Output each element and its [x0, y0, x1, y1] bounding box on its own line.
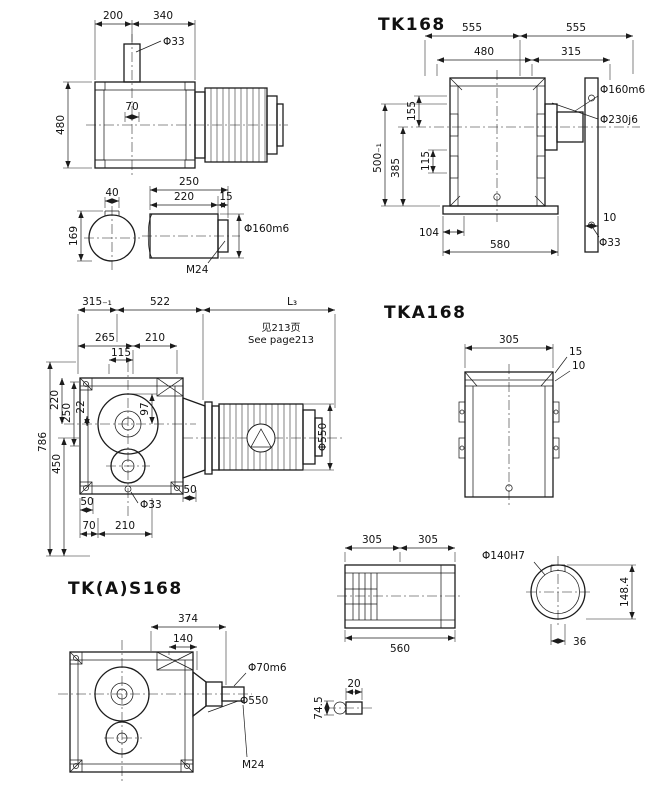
- dim-115: 115: [111, 347, 131, 359]
- dim-phi33: Φ33: [140, 499, 162, 511]
- dim-phi70m6: Φ70m6: [248, 662, 287, 674]
- motor-fins: [223, 404, 297, 470]
- view-tk168-front: TK168 555 555 480 315 Φ160m6 Φ230j6 500₋…: [372, 15, 646, 256]
- motor-fins: [210, 88, 266, 162]
- dim-169: 169: [68, 226, 80, 246]
- dim-m24: M24: [242, 759, 265, 771]
- dim-phi33-shaft: Φ33: [163, 36, 185, 48]
- title-tka168: TKA168: [384, 303, 466, 323]
- dim-210-top: 210: [145, 332, 165, 344]
- dim-140: 140: [173, 633, 193, 645]
- dim-74-5: 74.5: [313, 696, 325, 719]
- note-en: See page213: [248, 335, 314, 346]
- dim-555-left: 555: [462, 22, 482, 34]
- dim-340: 340: [153, 10, 173, 22]
- dim-50-right: 50: [183, 484, 196, 496]
- dim-522: 522: [150, 296, 170, 308]
- dim-m24: M24: [186, 264, 209, 276]
- dim-305-right: 305: [418, 534, 438, 546]
- motor-logo: [246, 423, 276, 453]
- view-tka168-side: TKA168 305 15 10: [384, 303, 585, 506]
- view-tkas168-front: TK(A)S168 374 140 Φ70m6 Φ550 M24 20 74.5: [58, 579, 372, 782]
- dim-36: 36: [573, 636, 587, 648]
- dim-480: 480: [474, 46, 494, 58]
- dim-385: 385: [390, 158, 402, 178]
- view-ka168-front: 97 Φ550 315₋₁ 522 L₃ 见213页 See page213 2…: [37, 296, 344, 557]
- dim-10: 10: [572, 360, 585, 372]
- dim-305: 305: [499, 334, 519, 346]
- dim-148-4: 148.4: [619, 577, 631, 607]
- dim-374: 374: [178, 613, 198, 625]
- dim-phi550: Φ550: [240, 695, 268, 707]
- dim-315: 315: [561, 46, 581, 58]
- dim-250: 250: [179, 176, 199, 188]
- title-tkas168: TK(A)S168: [68, 579, 183, 599]
- dim-265: 265: [95, 332, 115, 344]
- dim-220: 220: [49, 390, 61, 410]
- dim-22: 22: [75, 400, 87, 413]
- dim-20: 20: [347, 678, 360, 690]
- dim-phi33-holes: Φ33: [599, 237, 621, 249]
- dim-phi230j6: Φ230j6: [600, 114, 638, 126]
- dim-15: 15: [219, 191, 232, 203]
- dim-480-height: 480: [55, 115, 67, 135]
- dim-560: 560: [390, 643, 410, 655]
- dim-500: 500₋₁: [372, 143, 384, 173]
- dim-115: 115: [420, 151, 432, 171]
- dim-phi550: Φ550: [317, 423, 329, 451]
- dim-phi160m6: Φ160m6: [244, 223, 290, 235]
- title-tk168: TK168: [378, 15, 446, 35]
- dim-40-key: 40: [105, 187, 118, 199]
- dim-50-left: 50: [80, 496, 93, 508]
- dim-786: 786: [37, 432, 49, 452]
- view-shaft-detail: 40 169 250 220 15 Φ160m6 M24: [68, 176, 290, 276]
- dim-phi160m6: Φ160m6: [600, 84, 646, 96]
- dim-250: 250: [61, 403, 73, 423]
- dim-555-right: 555: [566, 22, 586, 34]
- dim-15: 15: [569, 346, 582, 358]
- dim-580: 580: [490, 239, 510, 251]
- dim-450: 450: [51, 454, 63, 474]
- dim-315t: 315₋₁: [82, 296, 112, 308]
- dim-104: 104: [419, 227, 439, 239]
- note-cn: 见213页: [261, 322, 300, 334]
- dim-10: 10: [603, 212, 616, 224]
- dim-220: 220: [174, 191, 194, 203]
- dim-305-left: 305: [362, 534, 382, 546]
- dim-70: 70: [125, 101, 138, 113]
- dim-200: 200: [103, 10, 123, 22]
- dim-phi140h7: Φ140H7: [482, 550, 525, 562]
- view-shaft-mount: 305 305 560 Φ140H7 148.4 36: [337, 534, 636, 655]
- dim-155: 155: [406, 101, 418, 121]
- dim-210-bottom: 210: [115, 520, 135, 532]
- dim-70: 70: [82, 520, 95, 532]
- dim-97: 97: [139, 402, 151, 415]
- dim-l3: L₃: [287, 296, 297, 308]
- view-k168-side: 200 340 Φ33 480 70: [55, 10, 288, 176]
